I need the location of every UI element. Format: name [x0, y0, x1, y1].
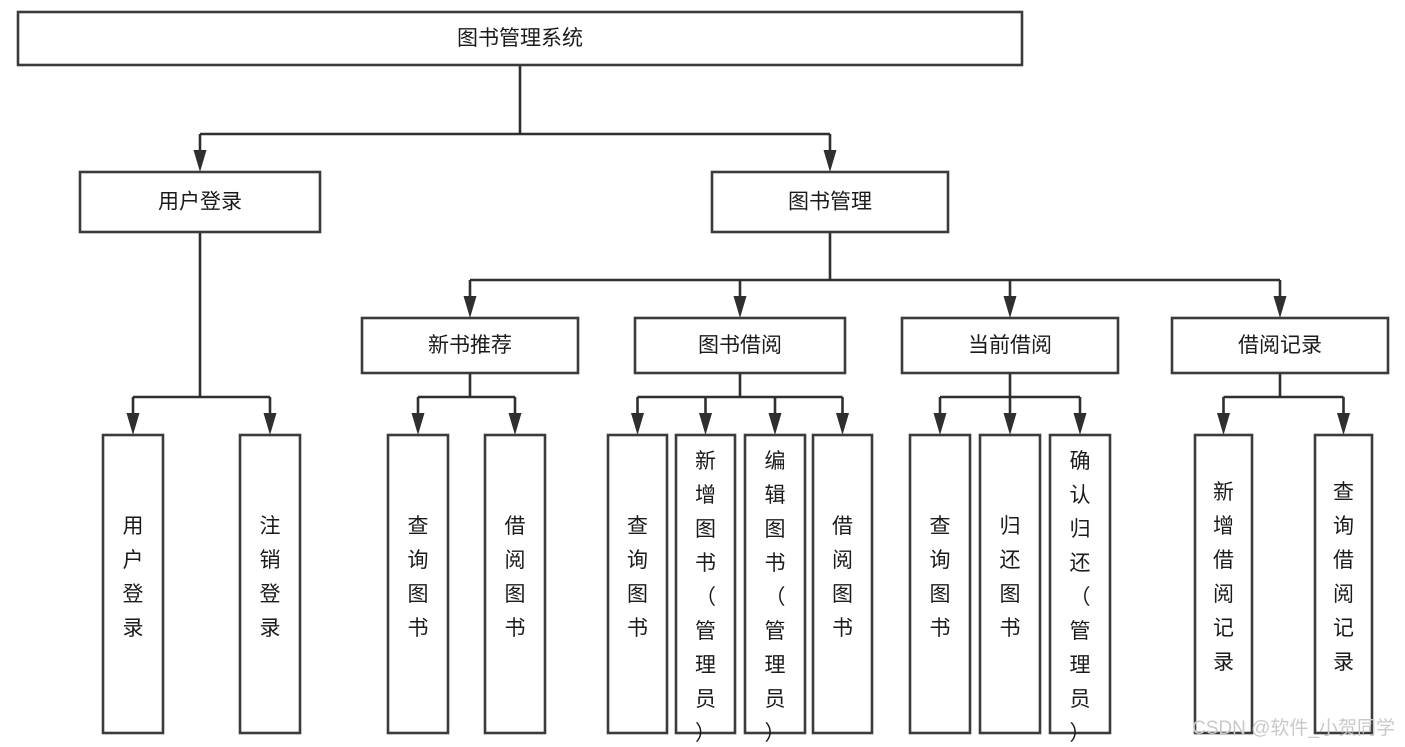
node-label: 编辑图书（管理员） [765, 450, 786, 745]
node-label: 注销登录 [260, 515, 281, 640]
node-label: 图书借阅 [698, 334, 782, 357]
arrow-head [836, 413, 849, 435]
arrow-head [463, 296, 477, 318]
arrow-head [1003, 296, 1017, 318]
node-leaf-add-record[interactable]: 新增借阅记录 [1193, 433, 1254, 735]
arrow-head [631, 413, 644, 435]
node-box [811, 433, 874, 735]
arrow-head [411, 413, 425, 435]
node-label: 确认归还（管理员） [1070, 450, 1091, 745]
csdn-watermark: CSDN @软件_小贺同学 [1192, 717, 1395, 739]
arrow-head [699, 413, 712, 435]
node-label: 图书管理 [788, 191, 872, 214]
node-leaf-query-book-1[interactable]: 查询图书 [386, 433, 450, 735]
node-box [633, 316, 847, 375]
node-book-borrow[interactable]: 图书借阅 [633, 316, 847, 375]
node-box [978, 433, 1042, 735]
node-leaf-add-book[interactable]: 新增图书（管理员） [674, 433, 737, 745]
node-borrow-record[interactable]: 借阅记录 [1170, 316, 1390, 375]
node-label: 查询图书 [627, 515, 648, 640]
arrow-head [1273, 296, 1287, 318]
arrow-head [508, 413, 522, 435]
node-label: 新增借阅记录 [1213, 481, 1234, 674]
node-leaf-logout[interactable]: 注销登录 [238, 433, 302, 735]
node-box [238, 433, 302, 735]
node-root[interactable]: 图书管理系统 [16, 10, 1024, 67]
arrow-head [733, 296, 747, 318]
node-box [1193, 433, 1254, 735]
node-box [1048, 433, 1112, 735]
node-leaf-user-login[interactable]: 用户登录 [101, 433, 165, 735]
node-user-login[interactable]: 用户登录 [78, 170, 322, 234]
arrow-head [126, 413, 140, 435]
node-leaf-borrow-book-1[interactable]: 借阅图书 [483, 433, 547, 735]
arrow-head [1073, 413, 1087, 435]
node-leaf-query-record[interactable]: 查询借阅记录 [1313, 433, 1374, 735]
node-label: 新增图书（管理员） [695, 450, 716, 745]
node-box [16, 10, 1024, 67]
node-leaf-edit-book[interactable]: 编辑图书（管理员） [743, 433, 807, 745]
node-box [674, 433, 737, 735]
node-box [900, 316, 1120, 375]
node-book-management[interactable]: 图书管理 [710, 170, 950, 234]
node-box [386, 433, 450, 735]
arrow-head [1003, 413, 1017, 435]
node-label: 借阅图书 [832, 515, 853, 640]
node-leaf-return-book[interactable]: 归还图书 [978, 433, 1042, 735]
node-leaf-confirm-return[interactable]: 确认归还（管理员） [1048, 433, 1112, 745]
node-label: 当前借阅 [968, 334, 1052, 357]
node-box [101, 433, 165, 735]
node-box [710, 170, 950, 234]
arrow-head [263, 413, 277, 435]
node-box [606, 433, 669, 735]
node-label: 查询图书 [408, 515, 429, 640]
arrow-head [768, 413, 782, 435]
node-label: 图书管理系统 [457, 27, 583, 50]
node-leaf-query-book-2[interactable]: 查询图书 [606, 433, 669, 735]
node-label: 借阅图书 [505, 515, 526, 640]
node-box [78, 170, 322, 234]
arrow-head [1337, 413, 1350, 435]
node-box [908, 433, 972, 735]
node-leaf-borrow-book-2[interactable]: 借阅图书 [811, 433, 874, 735]
node-layer: 图书管理系统用户登录图书管理新书推荐图书借阅当前借阅借阅记录用户登录注销登录查询… [16, 10, 1390, 745]
arrow-head [933, 413, 947, 435]
node-box [360, 316, 580, 375]
node-box [1313, 433, 1374, 735]
node-box [1170, 316, 1390, 375]
node-label: 用户登录 [158, 191, 242, 214]
node-label: 归还图书 [1000, 515, 1021, 640]
node-label: 查询借阅记录 [1333, 481, 1354, 674]
arrow-head [1217, 413, 1230, 435]
node-leaf-query-book-3[interactable]: 查询图书 [908, 433, 972, 735]
node-current-borrow[interactable]: 当前借阅 [900, 316, 1120, 375]
connector-layer [126, 65, 1350, 435]
node-label: 用户登录 [123, 515, 144, 640]
node-box [483, 433, 547, 735]
node-box [743, 433, 807, 735]
arrow-head [193, 150, 207, 172]
node-label: 查询图书 [930, 515, 951, 640]
node-label: 新书推荐 [428, 334, 512, 357]
node-label: 借阅记录 [1238, 334, 1322, 357]
node-new-book-recommend[interactable]: 新书推荐 [360, 316, 580, 375]
arrow-head [823, 150, 837, 172]
